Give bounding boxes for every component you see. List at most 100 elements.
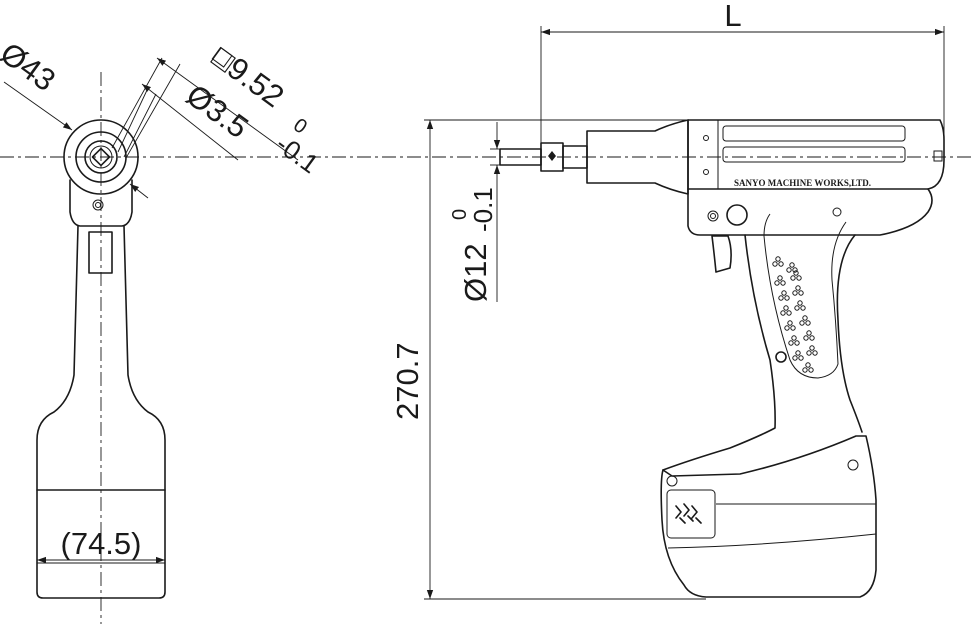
side-screw-right	[832, 207, 842, 217]
phi12-lower-tol: -0.1	[468, 187, 498, 232]
side-screw-small-inner	[710, 213, 716, 219]
grip-dot	[783, 305, 789, 311]
grip-dot	[798, 355, 804, 361]
phi35-ext-2	[123, 93, 157, 158]
grip-dot	[809, 345, 815, 351]
front-trigger	[88, 231, 113, 274]
width-label: (74.5)	[61, 526, 142, 561]
grip-dot	[790, 275, 796, 281]
front-head-ring	[75, 131, 127, 183]
sq952-dim-line	[156, 57, 299, 161]
square-symbol-icon	[211, 46, 233, 68]
phi43-label: Ø43	[0, 35, 62, 98]
grip-dot	[798, 290, 804, 296]
grip-dot	[777, 275, 783, 281]
phi12-upper-tol: 0	[449, 209, 471, 220]
grip-dot	[786, 310, 792, 316]
phi35-ext-1	[117, 87, 149, 153]
phi43-leader	[3, 81, 73, 131]
grip-dot	[803, 335, 809, 341]
battery-screw-right	[847, 459, 859, 471]
grip-panel	[763, 213, 847, 379]
grip-outer	[662, 234, 863, 471]
housing-screw-1	[703, 135, 709, 141]
sq952-lower-tol: -0.1	[270, 129, 324, 180]
side-view: SANYO MACHINE WORKS,LTD.	[232, 119, 972, 598]
grip-dot	[805, 362, 811, 368]
grip-dot	[793, 270, 799, 276]
bit-marker-icon	[548, 151, 556, 161]
rear-cap	[933, 150, 943, 162]
forward-reverse-button	[726, 204, 748, 226]
grip-dot	[772, 261, 778, 267]
grip-dot	[794, 340, 800, 346]
front-head-outer	[63, 119, 139, 195]
front-neck	[69, 179, 133, 227]
grip-dot	[808, 367, 814, 373]
battery-pack	[660, 435, 877, 598]
grip-dot	[786, 267, 792, 273]
grip-screw	[775, 351, 787, 363]
grip-dot	[787, 320, 793, 326]
front-bit-holder	[84, 140, 118, 174]
grip-dot	[778, 261, 784, 267]
battery-release	[666, 489, 716, 539]
motor-housing	[687, 119, 945, 190]
grip-dot	[780, 280, 786, 286]
grip-dot	[778, 295, 784, 301]
grip-dot	[796, 275, 802, 281]
grip-dot	[812, 350, 818, 356]
grip-dot	[790, 325, 796, 331]
grip-dot	[780, 310, 786, 316]
grip-dot	[791, 335, 797, 341]
front-dimensions: Ø43 □9.52 0 -0.1 Ø3.5 (74.5)	[0, 35, 324, 564]
vent-slot-lower	[722, 146, 906, 163]
grip-dot	[784, 325, 790, 331]
grip-dot	[795, 285, 801, 291]
grip-dot	[792, 290, 798, 296]
grip-dot	[805, 320, 811, 326]
height-label: 270.7	[390, 342, 425, 420]
grip-dot	[802, 367, 808, 373]
gear-block	[687, 188, 933, 236]
brand-label: SANYO MACHINE WORKS,LTD.	[734, 178, 871, 188]
grip-dot	[789, 262, 795, 268]
front-neck-screw	[92, 199, 104, 211]
side-dimensions: L Ø12 0 -0.1 270.7	[390, 0, 945, 600]
grip-dot	[792, 267, 798, 273]
battery-release-icon	[675, 503, 702, 524]
grip-dot	[775, 256, 781, 262]
sq952-ext-1	[111, 57, 163, 149]
phi35-dim-line	[141, 83, 239, 161]
grip-dot	[800, 305, 806, 311]
grip-dot	[802, 315, 808, 321]
grip-dot	[784, 295, 790, 301]
grip-dot	[795, 350, 801, 356]
grip-dot	[797, 300, 803, 306]
phi12-label: Ø12	[458, 243, 493, 302]
front-bit-holder-inner	[89, 145, 113, 169]
grip-texture	[772, 256, 818, 373]
grip-dot	[806, 350, 812, 356]
battery-edge	[667, 533, 877, 549]
trigger	[711, 235, 732, 273]
phi43-extension	[129, 183, 149, 199]
grip-dot	[809, 335, 815, 341]
sq952-ext-2	[125, 63, 181, 159]
battery-screw-left	[666, 475, 678, 487]
grip-dot	[799, 320, 805, 326]
grip-dot	[781, 290, 787, 296]
grip-dot	[788, 340, 794, 346]
front-neck-screw-inner	[95, 202, 101, 208]
grip-dot	[774, 280, 780, 286]
length-label: L	[724, 0, 741, 33]
front-bit-square	[91, 147, 111, 167]
front-grip	[36, 225, 166, 491]
vent-slot-upper	[722, 125, 906, 142]
side-screw-small	[707, 210, 719, 222]
grip-dot	[794, 305, 800, 311]
grip-dot	[792, 355, 798, 361]
housing-screw-2	[703, 169, 709, 175]
front-battery	[36, 489, 166, 599]
